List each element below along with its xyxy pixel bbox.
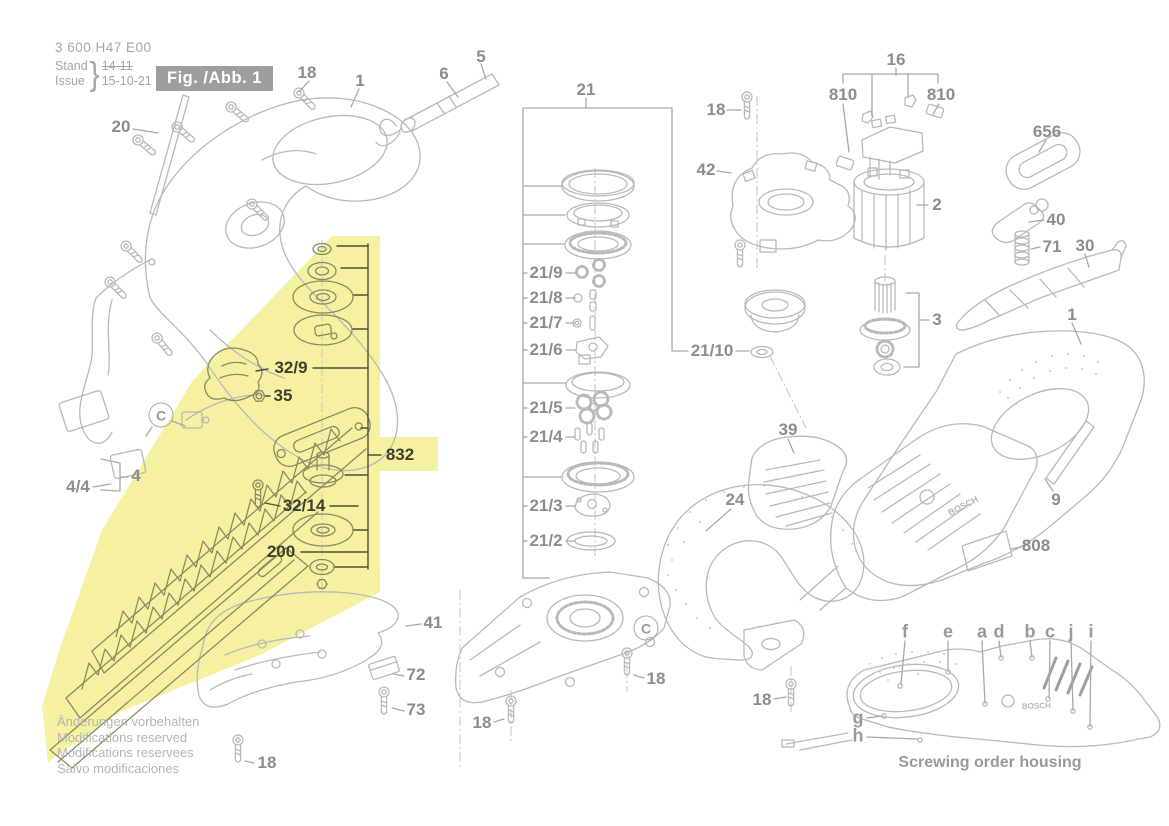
blade-assembly [49, 242, 371, 769]
gear-stack [561, 169, 635, 551]
type-label-plate [961, 530, 1013, 572]
screw-icon [378, 686, 390, 715]
highlight-region [42, 236, 438, 762]
housing-half-right [852, 330, 1145, 587]
armature [859, 276, 911, 376]
strip-part [149, 94, 190, 216]
lever-spring-rail [955, 198, 1127, 331]
grip-insert-strip [1045, 420, 1095, 485]
leader-lines [92, 63, 1092, 764]
loop-handle [657, 484, 865, 707]
brand-logo-text: BOSCH [946, 494, 980, 518]
vent-grille [747, 435, 848, 530]
highlight-leader-lines [255, 243, 382, 570]
hang-loop [1005, 132, 1081, 190]
brand-logo-text: BOSCH [1022, 701, 1051, 711]
guard-shell [196, 591, 399, 708]
spacer-block [368, 655, 400, 681]
fan-baffle [730, 91, 856, 359]
screw-icon [232, 734, 244, 763]
screwing-order-housing: BOSCH [781, 638, 1161, 751]
power-cable [375, 73, 500, 147]
trimmer-body: BOSCH [799, 423, 1038, 611]
housing-half-left [144, 97, 421, 472]
stator [853, 167, 925, 251]
gearbox-plate [454, 571, 671, 724]
switch-assembly [835, 94, 945, 180]
